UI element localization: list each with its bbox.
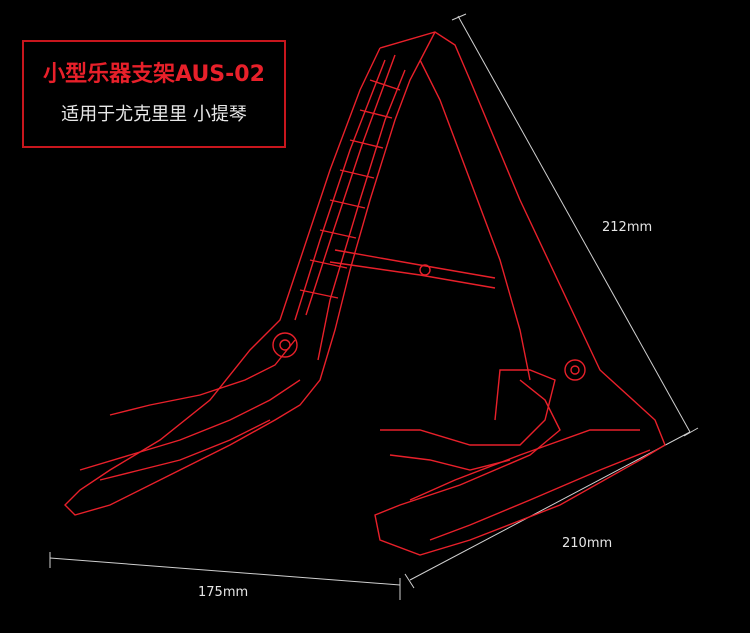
length-dimension-label: 175mm <box>198 585 249 600</box>
depth-dimension-label: 210mm <box>562 536 613 551</box>
title-frame: 小型乐器支架AUS-02 适用于尤克里里 小提琴 <box>22 40 286 148</box>
stand-outline <box>64 31 666 556</box>
dimension-lines <box>49 13 699 600</box>
product-title: 小型乐器支架AUS-02 <box>43 62 265 87</box>
height-dimension-label: 212mm <box>602 220 653 235</box>
product-subtitle: 适用于尤克里里 小提琴 <box>61 104 247 125</box>
